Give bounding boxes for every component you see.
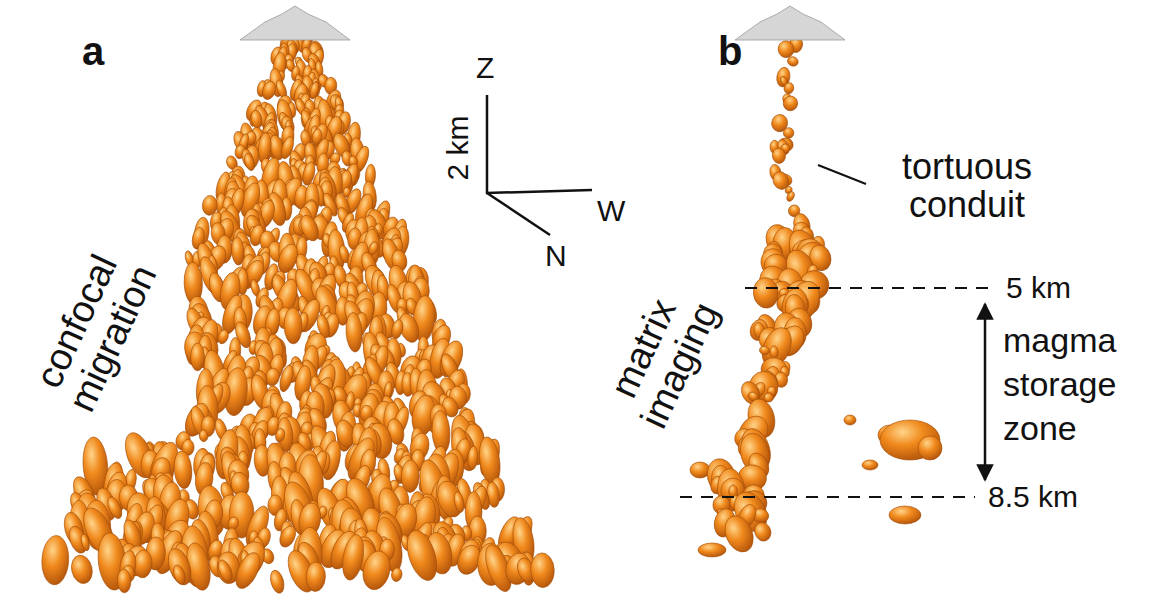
isosurface-blob bbox=[306, 562, 326, 592]
isosurface-blob bbox=[752, 276, 780, 309]
isosurface-blob bbox=[250, 109, 264, 129]
depth-line bbox=[745, 287, 992, 289]
isosurface-blob bbox=[284, 308, 303, 344]
isosurface-blob bbox=[390, 318, 405, 339]
isosurface-blob bbox=[786, 55, 799, 67]
n-axis bbox=[487, 193, 550, 235]
isosurface-blob bbox=[274, 427, 286, 442]
isosurface-blob bbox=[777, 40, 794, 58]
isosurface-blob bbox=[862, 460, 878, 470]
isosurface-blob bbox=[41, 535, 70, 586]
scale-label: 2 km bbox=[442, 115, 474, 180]
isosurface-blob bbox=[199, 430, 208, 442]
axis-label: W bbox=[597, 195, 625, 227]
isosurface-blob bbox=[698, 543, 726, 557]
isosurface-blob bbox=[231, 549, 265, 592]
axis-label: Z bbox=[476, 52, 494, 84]
isosurface-blob bbox=[770, 346, 779, 359]
method-label: matrix imaging bbox=[594, 272, 730, 442]
isosurface-blob bbox=[69, 553, 95, 585]
isosurface-blob bbox=[783, 127, 795, 139]
isosurface-blob bbox=[759, 345, 770, 355]
depth-label: 5 km bbox=[1006, 272, 1071, 304]
isosurface-blob bbox=[80, 533, 91, 551]
isosurface-blob bbox=[752, 520, 773, 543]
isosurface-blob bbox=[277, 364, 295, 393]
panel-letter: b bbox=[718, 30, 742, 72]
isosurface-blob bbox=[243, 152, 257, 172]
isosurface-blob bbox=[265, 367, 281, 386]
isosurface-blob bbox=[453, 491, 466, 513]
leader-line bbox=[818, 165, 866, 184]
method-label: confocal migration bbox=[22, 234, 168, 426]
z-axis bbox=[486, 95, 489, 194]
isosurface-blob bbox=[66, 524, 90, 556]
isosurface-blob bbox=[467, 446, 479, 470]
volcano-relief bbox=[735, 6, 845, 40]
panel-letter: a bbox=[82, 30, 104, 72]
isosurface-blob bbox=[191, 343, 205, 371]
isosurface-blob bbox=[844, 415, 856, 425]
w-axis bbox=[486, 190, 592, 193]
zone-label: magma storage zone bbox=[1003, 318, 1153, 451]
isosurface-blob bbox=[772, 147, 787, 164]
isosurface-blob bbox=[359, 548, 393, 592]
feature-label: tortuous conduit bbox=[872, 148, 1062, 224]
isosurface-blob bbox=[783, 82, 795, 95]
isosurface-blob bbox=[215, 558, 235, 584]
range-arrow bbox=[984, 304, 987, 480]
isosurface-blob bbox=[390, 567, 403, 582]
matrix-isosurface bbox=[690, 36, 942, 557]
isosurface-blob bbox=[402, 527, 443, 584]
depth-line bbox=[680, 496, 975, 498]
depth-label: 8.5 km bbox=[988, 481, 1078, 513]
volcano-relief bbox=[240, 6, 350, 40]
isosurface-blob bbox=[345, 312, 364, 353]
isosurface-blob bbox=[785, 190, 796, 202]
isosurface-blob bbox=[781, 94, 799, 113]
isosurface-blob bbox=[260, 80, 278, 102]
isosurface-blob bbox=[117, 569, 131, 593]
isosurface-blob bbox=[530, 552, 555, 588]
isosurface-blob bbox=[171, 564, 187, 586]
axis-label: N bbox=[545, 240, 567, 272]
isosurface-blob bbox=[918, 436, 942, 460]
isosurface-blob bbox=[164, 546, 195, 588]
axis-triad bbox=[486, 95, 592, 235]
isosurface-blob bbox=[268, 569, 286, 595]
isosurface-blob bbox=[889, 506, 921, 524]
